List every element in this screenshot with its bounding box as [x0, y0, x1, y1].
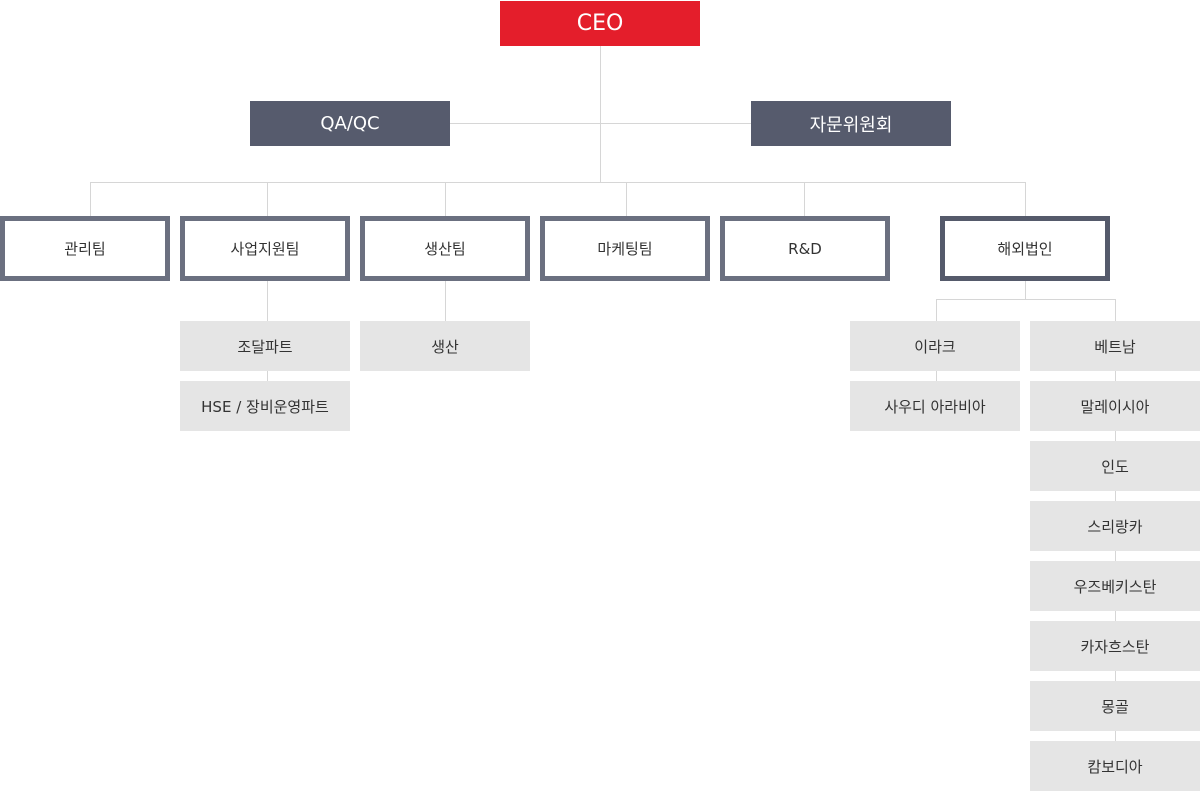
part-procurement: 조달파트: [180, 321, 350, 371]
overseas-vietnam: 베트남: [1030, 321, 1200, 371]
connector-team-2: [267, 182, 268, 217]
ceo-box: CEO: [500, 1, 700, 46]
part-production: 생산: [360, 321, 530, 371]
advisory-committee-box: 자문위원회: [751, 101, 951, 146]
connector-production: [445, 280, 446, 321]
connector-staff-horizontal: [450, 123, 751, 124]
connector-overseas-bus: [936, 299, 1115, 300]
overseas-sri-lanka: 스리랑카: [1030, 501, 1200, 551]
part-hse-equipment: HSE / 장비운영파트: [180, 381, 350, 431]
team-management: 관리팀: [0, 216, 170, 281]
overseas-india: 인도: [1030, 441, 1200, 491]
team-production: 생산팀: [360, 216, 530, 281]
team-overseas: 해외법인: [940, 216, 1110, 281]
connector-team-4: [626, 182, 627, 217]
connector-team-bus: [90, 182, 1026, 183]
overseas-iraq: 이라크: [850, 321, 1020, 371]
overseas-cambodia: 캄보디아: [1030, 741, 1200, 791]
overseas-malaysia: 말레이시아: [1030, 381, 1200, 431]
team-business-support: 사업지원팀: [180, 216, 350, 281]
connector-team-5: [804, 182, 805, 217]
connector-team-3: [445, 182, 446, 217]
overseas-saudi-arabia: 사우디 아라비아: [850, 381, 1020, 431]
overseas-uzbekistan: 우즈베키스탄: [1030, 561, 1200, 611]
overseas-kazakhstan: 카자흐스탄: [1030, 621, 1200, 671]
connector-overseas-stem: [1025, 280, 1026, 299]
connector-team-1: [90, 182, 91, 217]
qa-qc-box: QA/QC: [250, 101, 450, 146]
connector-team-6: [1025, 182, 1026, 217]
connector-ceo-trunk: [600, 46, 601, 182]
team-rnd: R&D: [720, 216, 890, 281]
team-marketing: 마케팅팀: [540, 216, 710, 281]
overseas-mongolia: 몽골: [1030, 681, 1200, 731]
